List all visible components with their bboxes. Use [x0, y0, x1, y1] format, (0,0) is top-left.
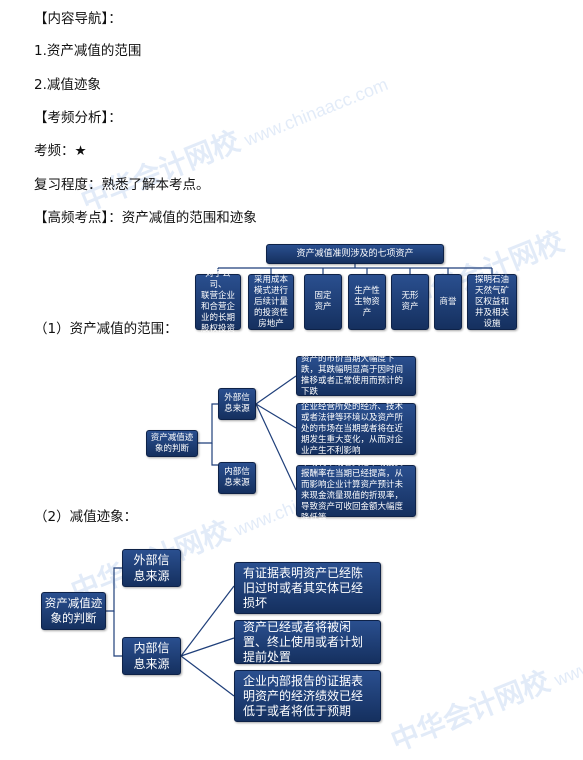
section1-label: （1）资产减值的范围：: [34, 321, 178, 337]
diagram2-connectors: [198, 375, 297, 491]
diagram3-connectors: [106, 567, 235, 697]
diagram1-child-oil-gas: 探明石油 天然气矿 区权益和 井及相关 设施: [467, 274, 517, 330]
diagram3-internal-item-3: 企业内部报告的证据表明资产的经济绩效已经低于或者将低于预期: [234, 670, 381, 722]
diagram3-root: 资产减值迹 象的判断: [41, 592, 106, 630]
diagram3-internal-item-1: 有证据表明资产已经陈旧过时或者其实体已经损坏: [234, 562, 381, 614]
section2-label: （2）减值迹象：: [34, 509, 138, 525]
diagram3-external-source: 外部信 息来源: [122, 549, 181, 587]
frequency-value: 考频：★: [34, 143, 87, 159]
study-level: 复习程度：熟悉了解本考点。: [34, 177, 210, 193]
diagram2-internal-source: 内部信 息来源: [218, 462, 256, 494]
diagram3-internal-item-2: 资产已经或者将被闲置、终止使用或者计划提前处置: [234, 620, 381, 664]
diagram1-child-goodwill: 商誉: [434, 274, 462, 330]
diagram2-external-item-2: 企业经营所处的经济、技术或者法律等环境以及资产所处的市场在当期或者将在近期发生重…: [296, 402, 416, 456]
nav-item-1: 1.资产减值的范围: [34, 43, 142, 59]
diagram1-connectors: [217, 264, 493, 274]
key-point-heading: 【高频考点】：资产减值的范围和迹象: [34, 210, 257, 226]
diagram2-external-item-1: 资产的市价当期大幅度下跌，其跌幅明显高于因时间推移或者正常使用而预计的下跌: [296, 354, 416, 397]
content-nav-heading: 【内容导航】：: [34, 11, 122, 27]
diagram1-child-biological-assets: 生产性 生物资 产: [348, 274, 386, 330]
diagram1-child-equity-investment: 对子公司、 联营企业 和合营企 业的长期 股权投资: [195, 269, 241, 334]
nav-item-2: 2.减值迹象: [34, 77, 101, 93]
diagram2-external-source: 外部信 息来源: [218, 388, 256, 420]
diagram2-external-item-3: 市场利率或者其他市场投资报酬率在当期已经提高，从而影响企业计算资产预计未来现金流…: [296, 458, 416, 523]
diagram1-child-fixed-assets: 固定 资产: [304, 274, 342, 330]
diagram3-internal-source: 内部信 息来源: [122, 637, 181, 675]
diagram1-child-intangible-assets: 无形 资产: [391, 274, 429, 330]
frequency-heading: 【考频分析】：: [34, 110, 122, 126]
diagram2-root: 资产减值迹 象的判断: [146, 430, 198, 457]
diagram1-child-investment-property: 采用成本 模式进行 后续计量 的投资性 房地产: [248, 274, 294, 330]
diagram1-root: 资产减值准则涉及的七项资产: [266, 244, 444, 264]
